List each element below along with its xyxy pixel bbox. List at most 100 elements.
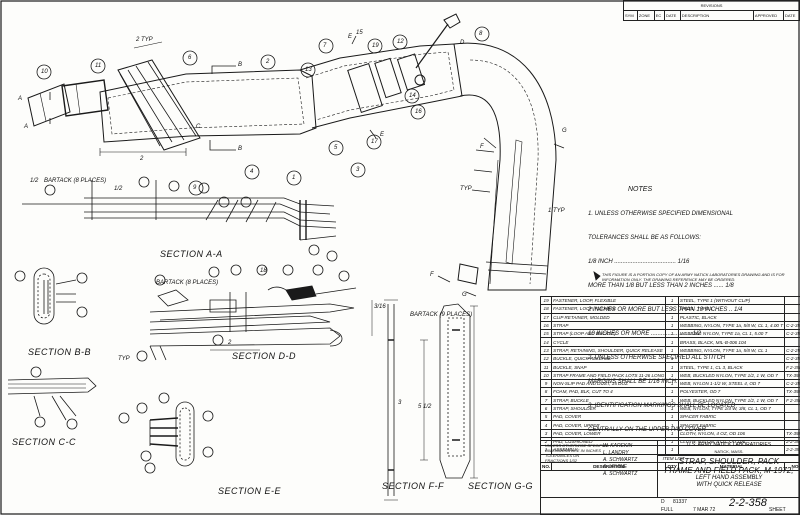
- letter-e-2: E: [380, 132, 385, 138]
- dim-2: 2: [140, 156, 144, 162]
- parts-cell-spec: SPACER FABRIC: [677, 412, 786, 422]
- parts-cell-n: 11: [539, 362, 553, 372]
- dim-5-12: 5 1/2: [418, 404, 432, 410]
- parts-cell-q: 1: [665, 403, 679, 414]
- parts-cell-n: 19: [539, 295, 553, 306]
- callout-3: 3: [356, 167, 360, 173]
- parts-cell-desc: STRAP, RETAINING, SHOULDER, QUICK RELEAS…: [551, 345, 667, 356]
- callout-7: 7: [323, 43, 327, 49]
- parts-cell-m: TX-358: [784, 370, 800, 380]
- letter-c: C: [196, 124, 201, 130]
- bartack-frac-label: 1/2: [30, 178, 39, 184]
- bartack-8-label: BARTACK (8 PLACES): [44, 178, 107, 184]
- rev-col-approved: APPROVED: [752, 10, 785, 21]
- section-c-c-label: SECTION C-C: [12, 437, 76, 447]
- callout-5: 5: [334, 145, 338, 151]
- parts-cell-m: [784, 403, 800, 414]
- dim-3-16: 3/16: [374, 304, 386, 310]
- parts-cell-q: 1: [665, 428, 679, 439]
- callout-6: 6: [188, 55, 192, 61]
- section-b-b-view: [14, 267, 88, 325]
- tb-name-1: W. KAREKIN: [603, 443, 633, 449]
- revisions-block: REVISIONS SYM ZONE EC DATE DESCRIPTION A…: [623, 0, 800, 22]
- section-a-a-view: [22, 176, 338, 262]
- parts-cell-desc: CLIP RETAINER, MOLDED: [551, 312, 667, 322]
- callout-15: 15: [356, 30, 363, 36]
- section-c-c-view: [7, 366, 97, 430]
- sheet-label: SHEET: [769, 507, 786, 513]
- callout-19: 19: [372, 43, 379, 49]
- parts-cell-m: [784, 295, 800, 306]
- parts-cell-spec: SPACER FABRIC: [677, 420, 786, 430]
- parts-cell-q: 1: [665, 329, 679, 339]
- letter-e-1: E: [348, 34, 353, 40]
- title-line-3: LEFT HAND ASSEMBLY: [695, 475, 763, 481]
- parts-cell-spec: WEB, NYLON, TYPE 1/4 W, 3/8, CL 1, OD 7: [677, 403, 786, 414]
- parts-cell-q: 1: [665, 312, 679, 322]
- date-value: 7 MAR 72: [693, 507, 716, 513]
- dim-typ-b: TYP: [118, 356, 130, 362]
- tb-note-2: DIMENSIONS ARE IN INCHES: [545, 448, 601, 453]
- letter-b-2: B: [238, 146, 243, 152]
- parts-cell-n: 4: [539, 420, 553, 430]
- parts-cell-m: [784, 412, 800, 422]
- parts-cell-m: [784, 337, 800, 347]
- parts-cell-n: 16: [539, 320, 553, 331]
- note-line-1: 1. UNLESS OTHERWISE SPECIFIED DIMENSIONA…: [588, 211, 733, 217]
- callout-4: 4: [250, 169, 254, 175]
- callout-14: 14: [409, 93, 416, 99]
- dim-one-typ: 1 TYP: [548, 208, 565, 214]
- parts-footer-c3: QTY: [665, 461, 679, 472]
- dim-3: 3: [398, 400, 402, 406]
- parts-cell-q: 1: [665, 378, 679, 389]
- note-line-2: TOLERANCES SHALL BE AS FOLLOWS:: [588, 235, 701, 241]
- title-block-notes: UNLESS OTHERWISE SPECIFIED DIMENSIONS AR…: [545, 443, 609, 463]
- parts-cell-q: 1: [665, 395, 679, 405]
- letter-b-1: B: [238, 62, 243, 68]
- stamp-note: THIS FIGURE IS A PORTION COPY OF AN ARMY…: [602, 272, 785, 282]
- parts-cell-n: 13: [539, 345, 553, 356]
- parts-cell-spec: BRASS, BLACK, MIL-B-006 104: [677, 337, 786, 347]
- parts-cell-m: C-2-3550: [784, 354, 800, 364]
- section-d-d-view: [136, 264, 357, 362]
- parts-cell-q: 1: [665, 337, 679, 347]
- parts-cell-spec: WEBBING NYLON, TYPE 1a, CL 1, 5.00 T: [677, 329, 786, 339]
- parts-cell-desc: PAD, COVER, LOWER: [551, 428, 667, 439]
- callout-16: 16: [415, 109, 422, 115]
- title-line-2: FRAME AND FIELD PACK, M-1972;: [664, 466, 794, 475]
- parts-cell-q: 1: [665, 320, 679, 331]
- tb-note-1: UNLESS OTHERWISE SPECIFIED: [545, 443, 609, 448]
- size-value: D: [661, 499, 665, 505]
- callout-12: 12: [397, 39, 404, 45]
- agency: U.S. ARMY NATICK LABORATORIES: [686, 442, 772, 448]
- parts-cell-n: 17: [539, 312, 553, 322]
- parts-cell-desc: FOAM, PAD, BLK, CUT TO 4: [551, 387, 667, 397]
- revisions-title: REVISIONS: [623, 0, 800, 11]
- parts-cell-spec: STEEL, TYPE 1, CL 3, BLACK: [677, 362, 786, 372]
- drawing-number: 2-2-358: [729, 497, 767, 509]
- section-f-f-label: SECTION F-F: [382, 481, 444, 491]
- parts-cell-n: 12: [539, 354, 553, 364]
- parts-cell-spec: POLYESTER, OD 7: [677, 387, 786, 397]
- parts-cell-desc: STRAP, SHOULDER: [551, 403, 667, 414]
- parts-cell-n: 14: [539, 337, 553, 347]
- notes-heading: NOTES: [628, 186, 653, 193]
- bartack-8-label-dd: BARTACK (8 PLACES): [156, 280, 219, 286]
- tb-name-4: A. LEVINE: [603, 464, 627, 470]
- letter-f-1: F: [480, 144, 484, 150]
- title-block-names: W. KAREKIN L. LANDRY A. SCHWARTZ A. LEVI…: [603, 443, 637, 478]
- callout-10: 10: [41, 69, 48, 75]
- parts-cell-n: 9: [539, 378, 553, 389]
- agency-sub: NATICK, MASS.: [714, 449, 744, 454]
